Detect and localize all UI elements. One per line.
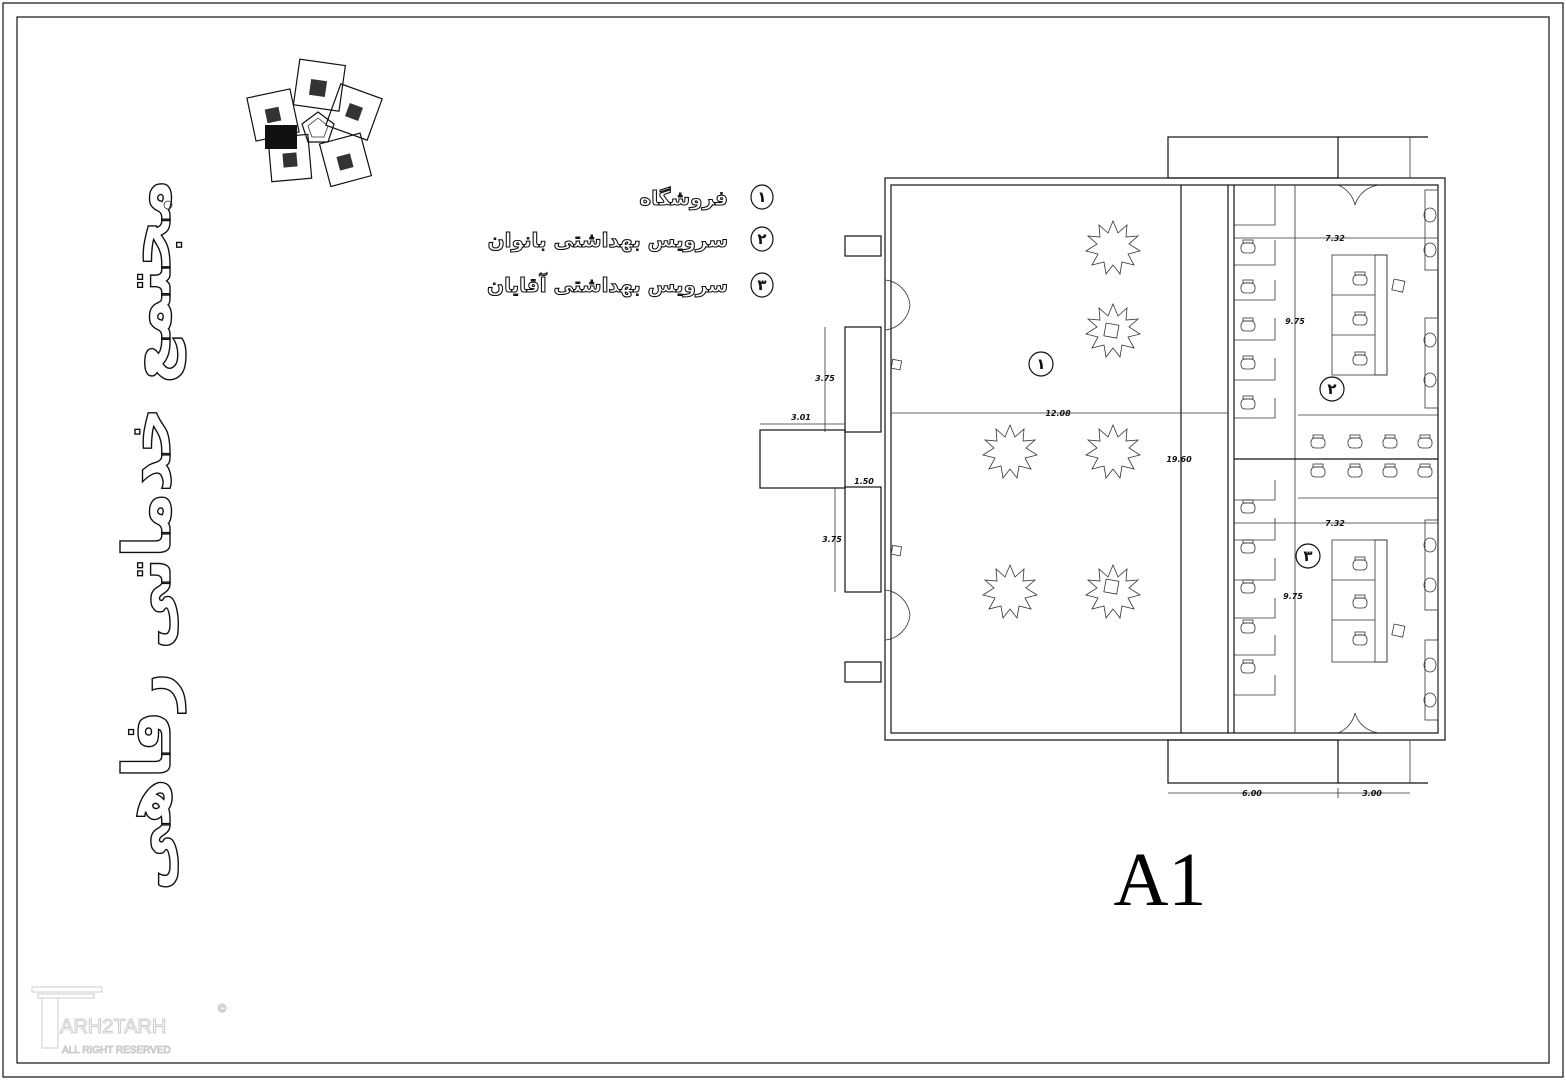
dim-label: 3.01: [791, 413, 811, 422]
room-tag-womens: ۲: [1319, 376, 1345, 402]
title-dot: [163, 200, 173, 210]
room-tag-mens: ۳: [1295, 543, 1321, 569]
dim-label: 12.08: [1045, 409, 1071, 418]
legend-item-womens-restroom: ۲ سرویس بهداشتی بانوان: [487, 226, 774, 253]
legend: ۱ فروشگاه ۲ سرویس بهداشتی بانوان ۳ سرویس…: [486, 184, 774, 298]
legend-item-mens-restroom: ۳ سرویس بهداشتی آقایان: [486, 271, 774, 298]
room-tag-number: ۳: [1303, 547, 1312, 565]
watermark-logo: ARH2TARH ALL RIGHT RESERVED ©: [31, 986, 227, 1057]
legend-number: ۳: [757, 276, 766, 294]
dim-label: 6.00: [1242, 789, 1262, 798]
watermark-copyright: ©: [218, 1003, 226, 1015]
legend-number: ۲: [757, 230, 766, 248]
dim-label: 3.75: [815, 374, 835, 383]
dim-label: 9.75: [1283, 592, 1303, 601]
room-tag-number: ۲: [1327, 380, 1336, 398]
site-plan-thumbnail: [246, 58, 383, 188]
dim-label: 9.75: [1285, 317, 1305, 326]
legend-label: فروشگاه: [639, 186, 728, 210]
dim-label: 3.75: [822, 535, 842, 544]
dim-label: 7.32: [1325, 234, 1345, 243]
legend-number: ۱: [757, 188, 766, 206]
dim-label: 19.60: [1166, 455, 1192, 464]
legend-item-shop: ۱ فروشگاه: [639, 184, 774, 211]
dimension-labels: 7.32 9.75 7.32 9.75 12.08 19.60 3.75 3.7…: [791, 234, 1382, 798]
legend-label: سرویس بهداشتی بانوان: [488, 228, 728, 252]
sheet-label: A1: [1114, 838, 1207, 922]
room-tag-shop: ۱: [1028, 351, 1054, 377]
watermark-rights: ALL RIGHT RESERVED: [62, 1045, 171, 1056]
inner-frame: [16, 16, 1550, 1064]
dim-label: 7.32: [1325, 519, 1345, 528]
dim-label: 1.50: [854, 477, 874, 486]
watermark-brand: ARH2TARH: [60, 1016, 166, 1038]
dim-label: 3.00: [1362, 789, 1382, 798]
dimensions: [760, 237, 1438, 798]
building-plan: ۱ ۲ ۳: [759, 136, 1446, 784]
drawing-title: مجتمع خدماتی رفاهی: [109, 179, 186, 891]
legend-label: سرویس بهداشتی آقایان: [487, 272, 728, 297]
room-tag-number: ۱: [1036, 355, 1045, 373]
